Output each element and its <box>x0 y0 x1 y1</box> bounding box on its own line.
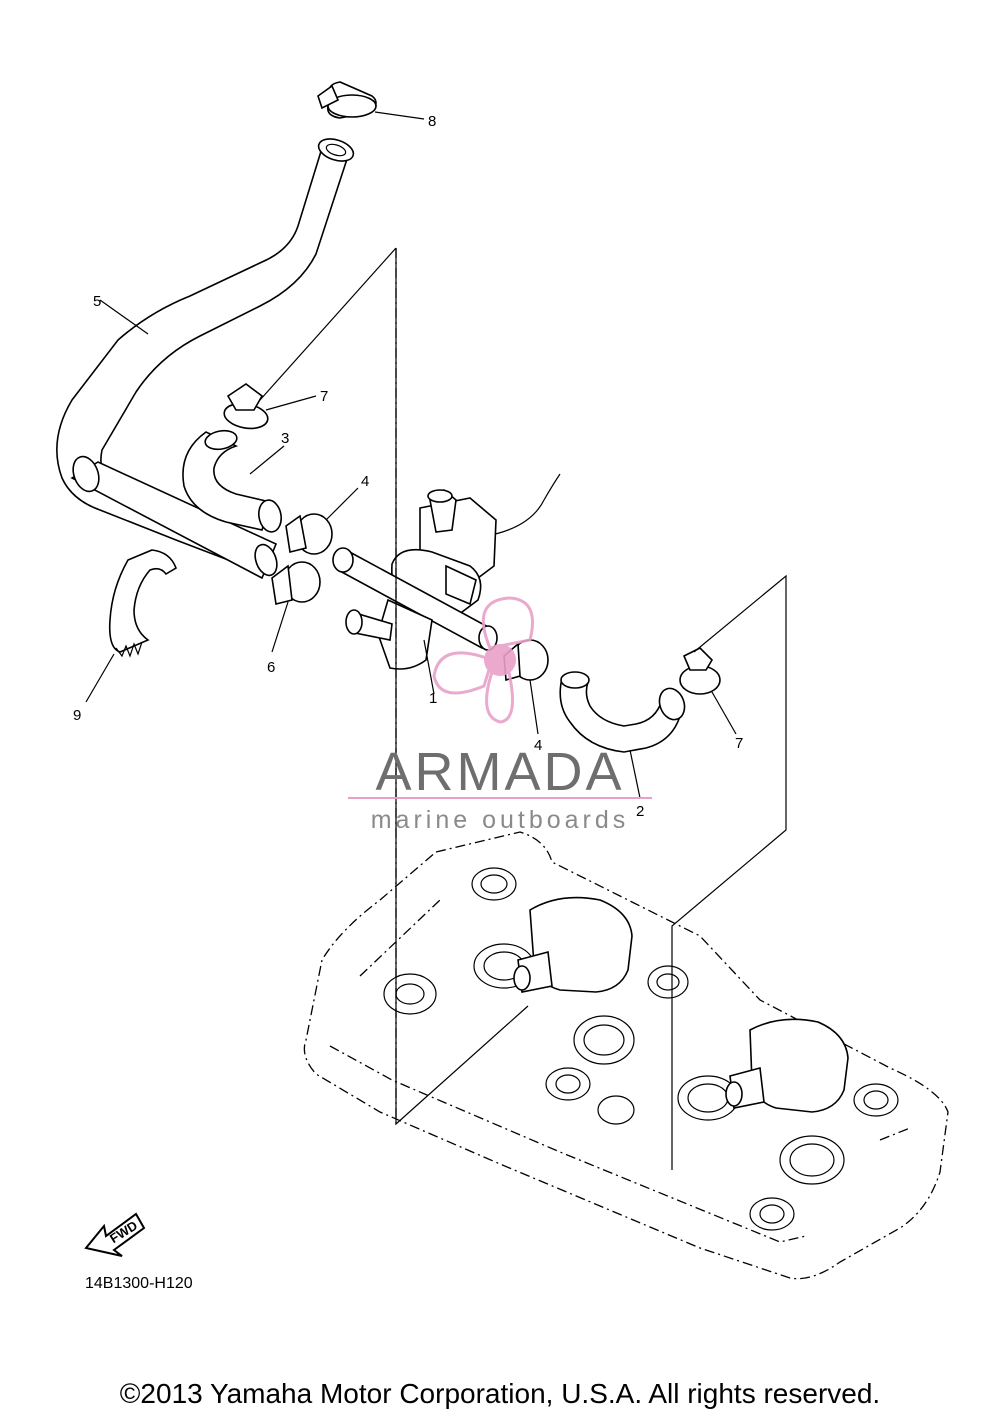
callout-8: 8 <box>428 113 436 130</box>
watermark-tagline: marine outboards <box>371 806 630 834</box>
assembly-lines <box>259 247 787 1170</box>
callout-9: 9 <box>73 707 81 724</box>
air-valve-part-1 <box>332 473 561 695</box>
clamp-part-4-left <box>285 487 359 555</box>
watermark-brand: ARMADA <box>375 742 624 802</box>
hose-part-2 <box>559 671 686 799</box>
fwd-arrow-icon: FWD <box>84 1212 146 1257</box>
callout-4-left: 4 <box>361 473 369 490</box>
callout-7-upper: 7 <box>320 388 328 405</box>
callout-5: 5 <box>93 293 101 310</box>
copyright-notice: ©2013 Yamaha Motor Corporation, U.S.A. A… <box>119 1378 881 1409</box>
callout-7-right: 7 <box>735 735 743 752</box>
clamp-part-7-right <box>679 647 737 735</box>
watermark-logo <box>432 596 534 724</box>
clamp-part-6 <box>271 561 321 653</box>
hose-part-3 <box>182 429 285 533</box>
callout-6: 6 <box>267 659 275 676</box>
callout-2: 2 <box>636 803 644 820</box>
callout-1: 1 <box>429 690 437 707</box>
hose-part-5 <box>56 138 355 580</box>
clamp-part-8 <box>317 81 425 120</box>
callout-3: 3 <box>281 430 289 447</box>
callout-4-right: 4 <box>534 737 542 754</box>
cylinder-head-cover <box>303 831 949 1280</box>
clamp-part-7-upper <box>223 383 317 430</box>
diagram-code: 14B1300-H120 <box>85 1275 193 1292</box>
bracket-part-9 <box>85 549 177 703</box>
